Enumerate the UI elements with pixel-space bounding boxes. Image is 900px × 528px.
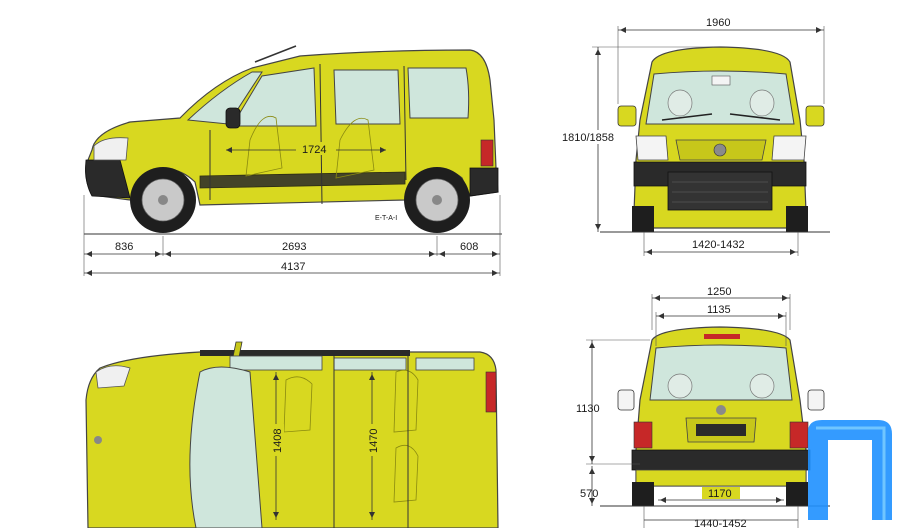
interior-width-rear-label: 1470 xyxy=(368,429,380,453)
front-wheel xyxy=(130,167,196,233)
height-label: 1810/1858 xyxy=(562,132,614,144)
rear-overhang-label: 608 xyxy=(460,241,478,253)
side-front-window xyxy=(231,67,317,127)
etai-badge: E-T-A-I xyxy=(375,215,397,222)
interior-width-front-label: 1408 xyxy=(272,429,284,453)
top-windshield xyxy=(189,366,263,528)
rear-opening-width-top-label: 1135 xyxy=(707,304,731,316)
rear-upper-width-label: 1250 xyxy=(707,286,731,298)
wheelbase-label: 2693 xyxy=(282,241,306,253)
sill-height-label: 570 xyxy=(580,488,598,500)
side-view: E-T-A-I 1724 836 2693 608 4137 xyxy=(83,45,502,276)
rear-track-label: 1440-1452 xyxy=(694,518,747,528)
rear-wheel xyxy=(404,167,470,233)
rear-opening-height-label: 1130 xyxy=(576,403,600,415)
rear-opening-width-bottom-label: 1170 xyxy=(708,488,732,500)
overall-length-label: 4137 xyxy=(281,261,305,273)
overall-width-label: 1960 xyxy=(706,17,730,29)
side-rear-window xyxy=(407,67,470,119)
top-view: 1408 1470 xyxy=(85,341,499,528)
top-body xyxy=(85,351,499,528)
interior-length-label: 1724 xyxy=(302,144,326,156)
rear-view: 1250 1135 1130 570 1170 1440-1452 xyxy=(576,286,830,528)
corner-logo xyxy=(808,420,892,520)
side-middle-window xyxy=(333,69,401,125)
front-overhang-label: 836 xyxy=(115,241,133,253)
front-view: 1960 1810/1858 1420-1432 xyxy=(560,17,830,256)
side-windshield xyxy=(186,71,263,125)
front-track-label: 1420-1432 xyxy=(692,239,745,251)
